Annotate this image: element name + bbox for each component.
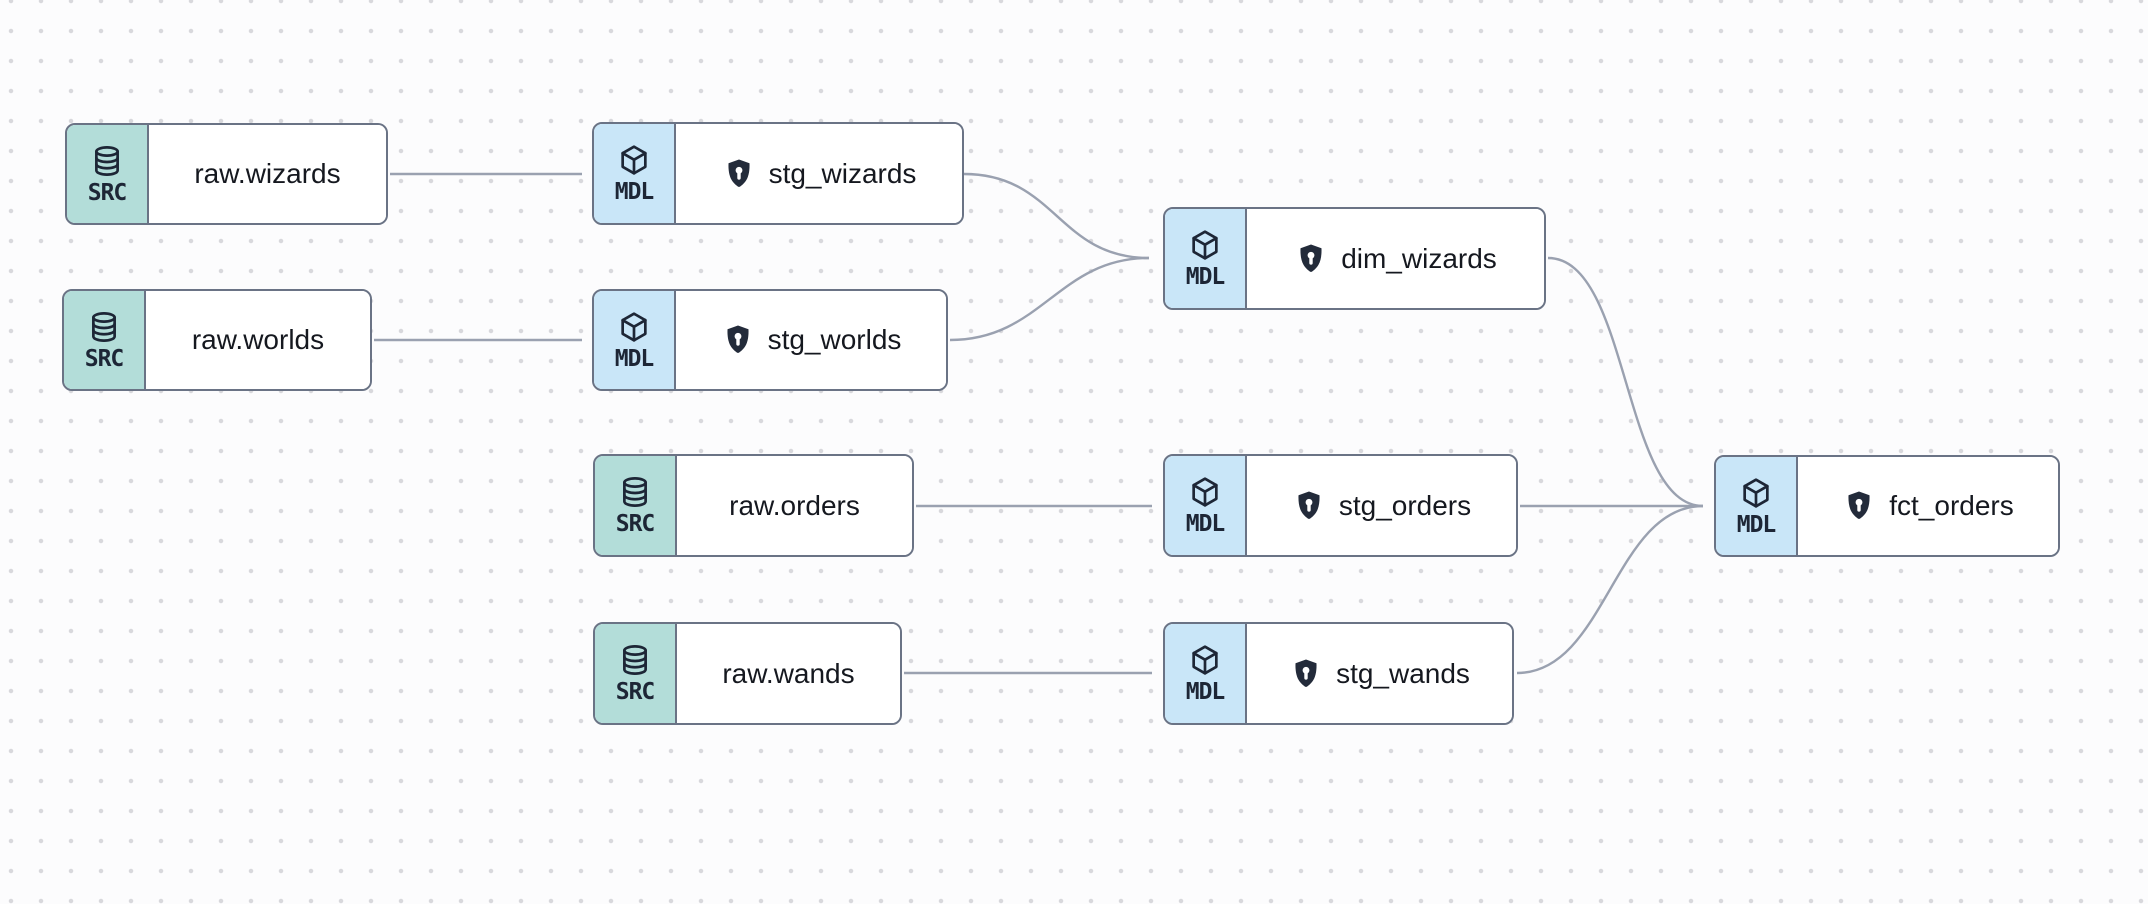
node-type-label: MDL [614, 179, 655, 205]
node-dim-wizards[interactable]: MDL dim_wizards [1163, 207, 1546, 310]
node-raw-wands[interactable]: SRC raw.wands [593, 622, 902, 725]
node-body: raw.wands [677, 624, 900, 723]
shield-lock-icon [721, 323, 755, 357]
model-type-badge: MDL [594, 291, 676, 389]
node-label: raw.orders [729, 489, 860, 521]
node-body: stg_wands [1247, 624, 1512, 723]
cube-icon [1188, 228, 1222, 262]
database-icon [618, 475, 652, 509]
model-type-badge: MDL [1165, 624, 1247, 723]
shield-lock-icon [722, 157, 756, 191]
cube-icon [617, 310, 651, 344]
model-type-badge: MDL [1165, 209, 1247, 308]
source-type-badge: SRC [64, 291, 146, 389]
node-label: dim_wizards [1341, 242, 1497, 274]
node-raw-wizards[interactable]: SRC raw.wizards [65, 123, 388, 225]
cube-icon [1188, 475, 1222, 509]
node-label: raw.wizards [194, 158, 341, 189]
node-label: raw.worlds [191, 324, 325, 355]
node-stg-orders[interactable]: MDL stg_orders [1163, 454, 1518, 557]
node-body: stg_wizards [676, 124, 962, 223]
node-body: stg_worlds [676, 291, 946, 389]
node-type-label: SRC [615, 511, 656, 537]
cube-icon [1739, 476, 1773, 510]
node-label: fct_orders [1889, 490, 2014, 521]
node-type-label: MDL [1185, 679, 1226, 705]
edge-stg-wands-to-fct-orders [1516, 504, 1704, 675]
node-body: stg_orders [1247, 456, 1516, 555]
edge-dim-wizards-to-fct-orders [1547, 256, 1704, 508]
node-label: raw.wands [722, 657, 855, 689]
model-type-badge: MDL [594, 124, 676, 223]
source-type-badge: SRC [67, 125, 149, 223]
shield-lock-icon [1842, 489, 1876, 523]
model-type-badge: MDL [1165, 456, 1247, 555]
node-stg-wizards[interactable]: MDL stg_wizards [592, 122, 964, 225]
database-icon [90, 144, 124, 178]
node-type-label: MDL [1736, 511, 1777, 538]
cube-icon [617, 143, 651, 177]
node-body: dim_wizards [1247, 209, 1544, 308]
node-body: raw.orders [677, 456, 912, 555]
node-type-label: SRC [84, 345, 125, 372]
node-body: raw.worlds [146, 291, 370, 389]
model-type-badge: MDL [1716, 457, 1798, 555]
node-type-label: MDL [614, 345, 655, 372]
source-type-badge: SRC [595, 624, 677, 723]
node-body: raw.wizards [149, 125, 386, 223]
node-stg-wands[interactable]: MDL stg_wands [1163, 622, 1514, 725]
node-type-label: SRC [615, 679, 656, 705]
node-label: stg_wizards [768, 157, 917, 189]
node-label: stg_wands [1336, 657, 1470, 689]
edge-stg-worlds-to-dim-wizards [949, 256, 1150, 342]
database-icon [87, 310, 121, 344]
database-icon [618, 643, 652, 677]
edge-stg-wizards-to-dim-wizards [963, 172, 1150, 260]
node-raw-orders[interactable]: SRC raw.orders [593, 454, 914, 557]
node-type-label: SRC [87, 179, 128, 206]
node-label: stg_worlds [767, 324, 902, 355]
node-fct-orders[interactable]: MDL fct_orders [1714, 455, 2060, 557]
node-body: fct_orders [1798, 457, 2058, 555]
node-type-label: MDL [1185, 264, 1226, 290]
shield-lock-icon [1294, 242, 1328, 276]
node-stg-worlds[interactable]: MDL stg_worlds [592, 289, 948, 391]
cube-icon [1188, 643, 1222, 677]
source-type-badge: SRC [595, 456, 677, 555]
node-raw-worlds[interactable]: SRC raw.worlds [62, 289, 372, 391]
node-label: stg_orders [1338, 489, 1472, 521]
shield-lock-icon [1289, 657, 1323, 691]
node-type-label: MDL [1185, 511, 1226, 537]
shield-lock-icon [1292, 489, 1326, 523]
